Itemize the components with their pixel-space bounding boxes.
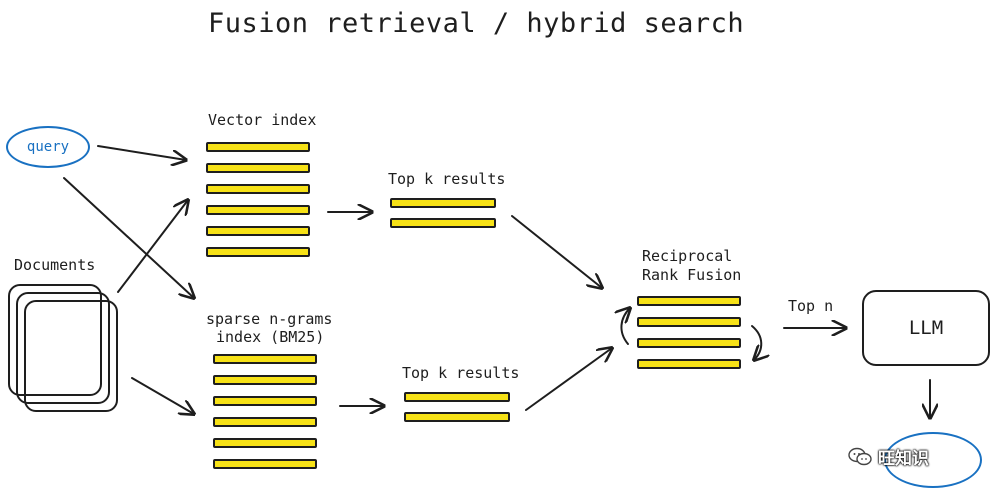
rrf-bar xyxy=(637,338,741,348)
query-label: query xyxy=(26,139,70,155)
sparse-index-bar xyxy=(213,417,317,427)
watermark-text: 旺知识 xyxy=(878,449,929,469)
top-k-vector-bar xyxy=(390,198,496,208)
vector-index-bar xyxy=(206,205,310,215)
rrf-label-line1: Reciprocal xyxy=(642,247,733,265)
rrf-bar xyxy=(637,317,741,327)
vector-index-bar xyxy=(206,163,310,173)
vector-index-bar xyxy=(206,142,310,152)
llm-node: LLM xyxy=(862,290,990,366)
documents-label: Documents xyxy=(14,256,96,274)
rrf-bar xyxy=(637,296,741,306)
top-k-sparse-bar xyxy=(404,392,510,402)
rerank-arc-right xyxy=(752,325,761,360)
top-k-vector-bar xyxy=(390,218,496,228)
top-k-sparse-bar xyxy=(404,412,510,422)
vector-index-label: Vector index xyxy=(208,111,317,129)
arrow-docs-to-sparse xyxy=(131,377,194,414)
sparse-index-bar xyxy=(213,354,317,364)
vector-index-bar xyxy=(206,184,310,194)
query-node: query xyxy=(6,126,90,168)
wechat-icon xyxy=(848,447,872,465)
sparse-index-bar xyxy=(213,438,317,448)
watermark: 旺知识 xyxy=(848,444,929,469)
vector-index-bar xyxy=(206,247,310,257)
sparse-index-label-line1: sparse n-grams xyxy=(206,310,333,328)
document-sheet xyxy=(24,300,118,412)
answer-node xyxy=(884,432,982,488)
sparse-index-bar xyxy=(213,396,317,406)
rrf-label-line2: Rank Fusion xyxy=(642,266,742,284)
arrow-topk-vector-to-rrf xyxy=(511,215,602,288)
arrow-query-to-sparse xyxy=(63,177,194,298)
top-n-label: Top n xyxy=(788,297,834,315)
arrow-topk-sparse-to-rrf xyxy=(525,348,612,411)
sparse-index-label-line2: index (BM25) xyxy=(216,328,325,346)
document-sheet xyxy=(16,292,110,404)
page-title: Fusion retrieval / hybrid search xyxy=(208,8,745,39)
top-k-vector-label: Top k results xyxy=(388,170,506,188)
arrow-docs-to-vector xyxy=(117,200,188,293)
llm-label: LLM xyxy=(908,317,944,339)
sparse-index-bar xyxy=(213,375,317,385)
vector-index-bar xyxy=(206,226,310,236)
rerank-arc-left xyxy=(621,308,630,345)
document-sheet xyxy=(8,284,102,396)
top-k-sparse-label: Top k results xyxy=(402,364,520,382)
rrf-bar xyxy=(637,359,741,369)
sparse-index-bar xyxy=(213,459,317,469)
arrow-query-to-vector xyxy=(97,145,186,160)
